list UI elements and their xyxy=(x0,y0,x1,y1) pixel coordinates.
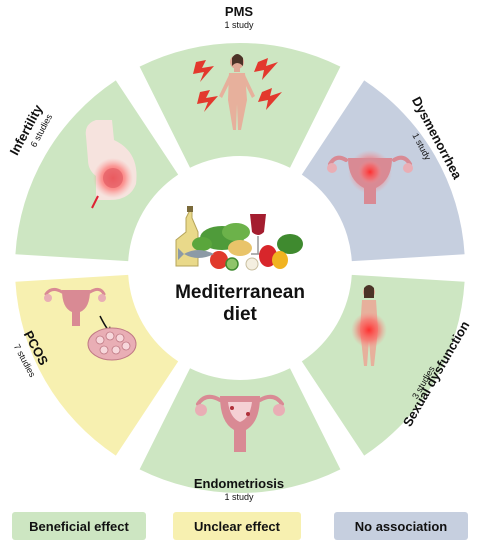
segment-subtitle-pms: 1 study xyxy=(224,20,254,30)
uterus-pain-icon xyxy=(327,150,413,204)
segment-subtitle-endometriosis: 1 study xyxy=(224,492,254,502)
segment-title-pms: PMS xyxy=(225,4,254,19)
uterus-endometriosis-icon xyxy=(195,394,285,452)
legend-unclear-effect: Unclear effect xyxy=(173,512,301,540)
woman-with-pain-icon xyxy=(219,54,255,130)
center-circle xyxy=(132,160,348,376)
legend-no-association: No association xyxy=(334,512,468,540)
lightning-icons xyxy=(193,58,282,112)
legend-beneficial-effect: Beneficial effect xyxy=(12,512,146,540)
center-title-line1: Mediterranean xyxy=(175,282,305,303)
segment-pcos xyxy=(15,274,179,456)
center-title-line2: diet xyxy=(223,304,257,325)
woman-pelvic-glow-icon xyxy=(351,285,387,366)
segment-title-endometriosis: Endometriosis xyxy=(194,476,284,491)
uterus-pcos-icon xyxy=(44,287,137,361)
pregnant-belly-icon xyxy=(85,120,137,209)
mediterranean-food-icon xyxy=(175,206,303,271)
segment-sexual-dysfunction xyxy=(301,274,465,456)
